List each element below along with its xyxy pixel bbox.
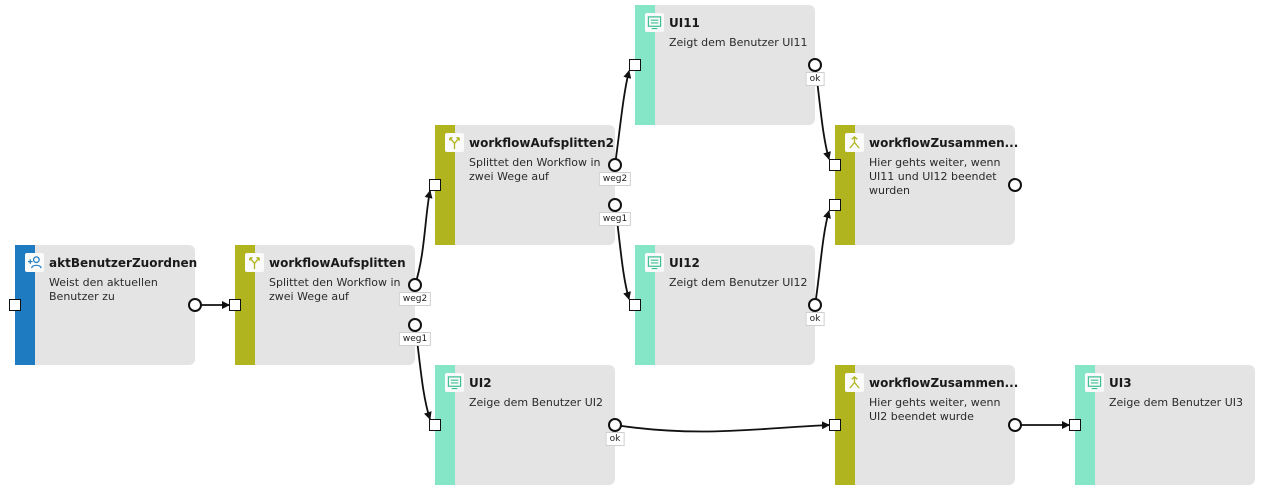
- input-port-UI11[interactable]: [629, 59, 641, 71]
- input-port-workflowZusammen-1-b[interactable]: [829, 199, 841, 211]
- node-description: Splittet den Workflow in zwei Wege auf: [469, 156, 601, 183]
- input-port-workflowAufsplitten[interactable]: [229, 299, 241, 311]
- input-port-aktBenutzerZuordnen[interactable]: [9, 299, 21, 311]
- port-label-ok: ok: [805, 312, 825, 326]
- node-title: workflowAufsplitten2: [469, 136, 614, 150]
- node-UI12[interactable]: UI12 Zeigt dem Benutzer UI12: [635, 245, 815, 365]
- node-description: Zeige dem Benutzer UI3: [1109, 396, 1243, 409]
- node-UI3[interactable]: UI3 Zeige dem Benutzer UI3: [1075, 365, 1255, 485]
- screen-icon: [645, 13, 664, 32]
- node-type-strip: [635, 245, 655, 365]
- node-type-strip: [435, 365, 455, 485]
- node-type-strip: [235, 245, 255, 365]
- node-title: aktBenutzerZuordnen: [49, 256, 198, 270]
- output-port-workflowZusammen-1[interactable]: [1008, 178, 1022, 192]
- port-label-weg2: weg2: [598, 172, 632, 186]
- screen-icon: [645, 253, 664, 272]
- input-port-workflowZusammen-2[interactable]: [829, 419, 841, 431]
- node-type-strip: [835, 365, 855, 485]
- input-port-UI2[interactable]: [429, 419, 441, 431]
- input-port-workflowAufsplitten2[interactable]: [429, 179, 441, 191]
- output-port-workflowZusammen-2[interactable]: [1008, 418, 1022, 432]
- output-port-aktBenutzerZuordnen[interactable]: [188, 298, 202, 312]
- node-description: Hier gehts weiter, wenn UI11 und UI12 be…: [869, 156, 1001, 197]
- node-aktBenutzerZuordnen[interactable]: aktBenutzerZuordnen Weist den aktuellen …: [15, 245, 198, 365]
- port-label-weg1: weg1: [398, 332, 432, 346]
- add-user-icon: [25, 253, 44, 272]
- node-description: Hier gehts weiter, wenn UI2 beendet wurd…: [869, 396, 1001, 423]
- node-title: UI11: [669, 16, 700, 30]
- screen-icon: [445, 373, 464, 392]
- edge-split1-weg2-to-split2[interactable]: [414, 190, 433, 286]
- node-title: UI12: [669, 256, 700, 270]
- merge-icon: [845, 373, 864, 392]
- output-port-split2-weg1[interactable]: [608, 198, 622, 212]
- input-port-UI12[interactable]: [629, 299, 641, 311]
- node-title: workflowZusammen...: [869, 376, 1019, 390]
- output-port-UI2-ok[interactable]: [608, 418, 622, 432]
- node-title: workflowAufsplitten: [269, 256, 406, 270]
- output-port-split2-weg2[interactable]: [608, 158, 622, 172]
- edge-ui12-ok-to-merge1[interactable]: [814, 210, 831, 306]
- node-title: UI2: [469, 376, 492, 390]
- input-port-workflowZusammen-1-a[interactable]: [829, 159, 841, 171]
- edge-ui2-ok-to-merge2[interactable]: [614, 421, 830, 433]
- node-description: Zeige dem Benutzer UI2: [469, 396, 603, 409]
- node-description: Zeigt dem Benutzer UI11: [669, 36, 808, 49]
- node-title: workflowZusammen...: [869, 136, 1019, 150]
- node-UI11[interactable]: UI11 Zeigt dem Benutzer UI11: [635, 5, 815, 125]
- node-type-strip: [635, 5, 655, 125]
- node-description: Zeigt dem Benutzer UI12: [669, 276, 808, 289]
- port-label-weg1: weg1: [598, 212, 632, 226]
- node-type-strip: [835, 125, 855, 245]
- split-icon: [245, 253, 264, 272]
- split-icon: [445, 133, 464, 152]
- node-description: Splittet den Workflow in zwei Wege auf: [269, 276, 401, 303]
- node-workflowAufsplitten2[interactable]: workflowAufsplitten2 Splittet den Workfl…: [435, 125, 615, 245]
- output-port-UI11-ok[interactable]: [808, 58, 822, 72]
- port-label-ok: ok: [805, 72, 825, 86]
- node-workflowZusammen-1[interactable]: workflowZusammen... Hier gehts weiter, w…: [835, 125, 1019, 245]
- output-port-split1-weg1[interactable]: [408, 318, 422, 332]
- node-title: UI3: [1109, 376, 1132, 390]
- merge-icon: [845, 133, 864, 152]
- node-type-strip: [1075, 365, 1095, 485]
- node-workflowZusammen-2[interactable]: workflowZusammen... Hier gehts weiter, w…: [835, 365, 1019, 485]
- input-port-UI3[interactable]: [1069, 419, 1081, 431]
- port-label-weg2: weg2: [398, 292, 432, 306]
- node-type-strip: [15, 245, 35, 365]
- port-label-ok: ok: [605, 432, 625, 446]
- screen-icon: [1085, 373, 1104, 392]
- output-port-split1-weg2[interactable]: [408, 278, 422, 292]
- node-UI2[interactable]: UI2 Zeige dem Benutzer UI2: [435, 365, 615, 485]
- output-port-UI12-ok[interactable]: [808, 298, 822, 312]
- node-description: Weist den aktuellen Benutzer zu: [49, 276, 158, 303]
- edge-split2-weg2-to-ui11[interactable]: [614, 70, 632, 166]
- node-type-strip: [435, 125, 455, 245]
- node-workflowAufsplitten[interactable]: workflowAufsplitten Splittet den Workflo…: [235, 245, 415, 365]
